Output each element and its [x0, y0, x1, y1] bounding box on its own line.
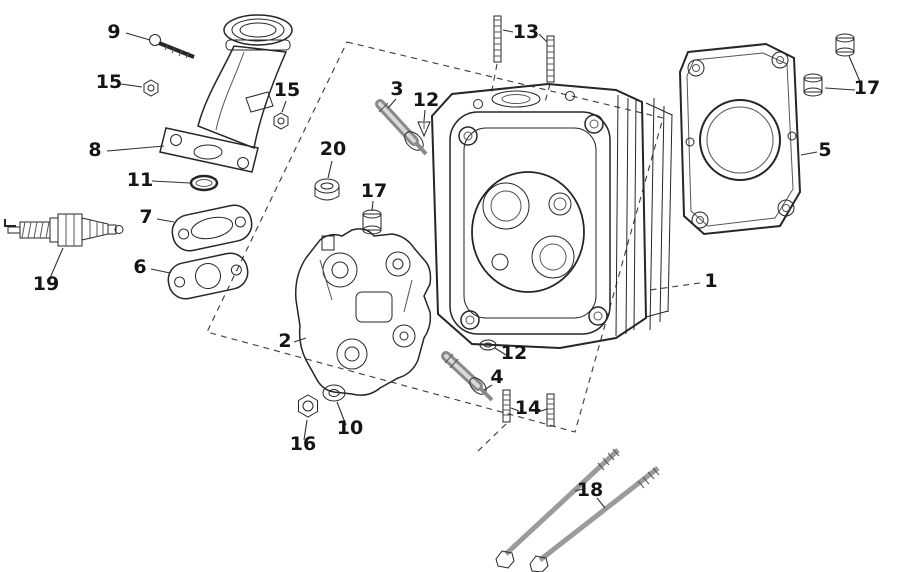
stud-14-left — [502, 389, 511, 423]
part-label-5: 5 — [818, 139, 831, 161]
part-label-15-right: 15 — [274, 79, 300, 101]
part-label-12-lower: 12 — [501, 342, 527, 364]
screw-9 — [149, 34, 195, 59]
manifold-flange — [159, 127, 259, 173]
spark-plug — [4, 213, 124, 247]
part-label-11: 11 — [127, 169, 153, 191]
part-label-12-upper: 12 — [413, 89, 439, 111]
part-label-16: 16 — [290, 433, 316, 455]
sealing-cap-right-lower — [803, 73, 823, 97]
cap-nut-16 — [298, 394, 318, 418]
valve-stem-seal-20 — [314, 178, 340, 201]
part-label-20: 20 — [320, 138, 346, 160]
rocker-arm-holder — [294, 228, 432, 396]
part-label-13: 13 — [513, 21, 539, 43]
gasket-7 — [171, 204, 253, 252]
part-label-7: 7 — [139, 206, 152, 228]
hex-nut-15-right — [273, 112, 289, 130]
head-gasket — [678, 42, 802, 236]
part-label-1: 1 — [704, 270, 717, 292]
intake-manifold — [159, 14, 293, 173]
part-label-6: 6 — [133, 256, 146, 278]
o-ring-11 — [189, 174, 219, 192]
part-label-4: 4 — [490, 366, 503, 388]
part-label-17-mid: 17 — [361, 180, 387, 202]
cylinder-head — [430, 82, 673, 350]
part-label-14: 14 — [515, 397, 541, 419]
valve-upper — [375, 99, 428, 156]
stud-13-left — [493, 15, 502, 63]
part-label-18: 18 — [577, 479, 603, 501]
washer-10 — [322, 384, 346, 402]
stud-14-right — [546, 393, 555, 427]
construction-lines — [206, 41, 701, 453]
valve-cotter-upper — [417, 121, 431, 138]
valve-cotter-lower — [479, 339, 497, 351]
part-label-9: 9 — [107, 21, 120, 43]
leader-lines — [49, 29, 862, 509]
part-label-19: 19 — [33, 273, 59, 295]
flange-bolt-18-left — [495, 448, 620, 569]
part-label-10: 10 — [337, 417, 363, 439]
sealing-cap-right-upper — [835, 33, 855, 57]
part-labels: 9 15 15 8 11 7 6 19 2 20 3 12 17 13 1 5 … — [33, 21, 880, 501]
cooling-fins — [615, 94, 673, 337]
part-label-2: 2 — [278, 330, 291, 352]
stud-13-right — [546, 35, 555, 83]
part-label-8: 8 — [88, 139, 101, 161]
valve-lower — [441, 351, 494, 402]
part-label-17-right: 17 — [854, 77, 880, 99]
part-label-15-left: 15 — [96, 71, 122, 93]
gasket-6 — [167, 252, 249, 300]
flange-bolt-18-right — [529, 466, 660, 572]
hex-nut-15-left — [143, 79, 159, 97]
part-label-3: 3 — [390, 78, 403, 100]
